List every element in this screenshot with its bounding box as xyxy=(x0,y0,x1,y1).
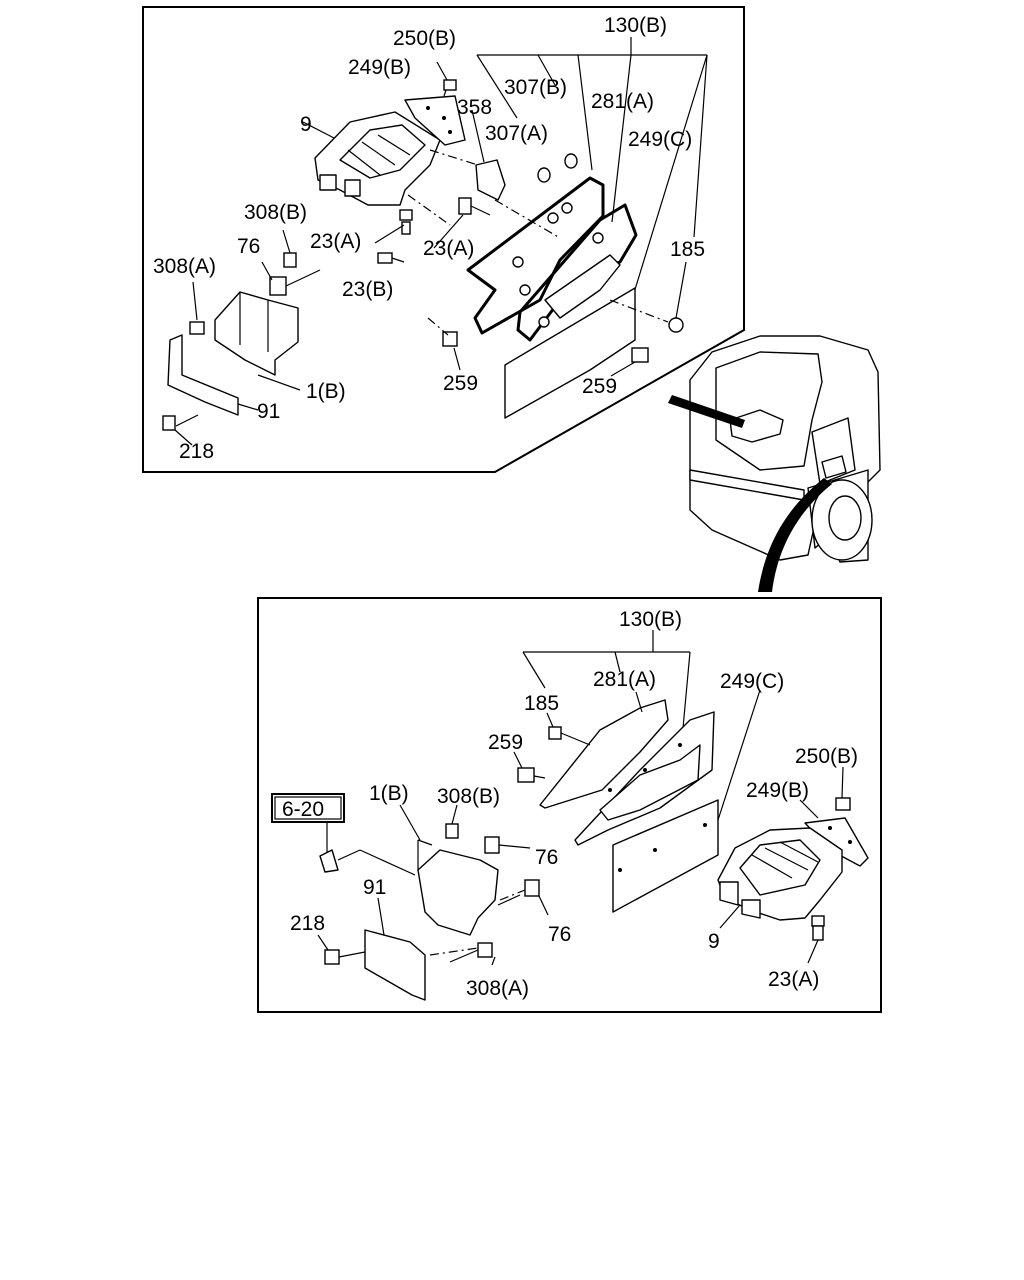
cover-part-9-bottom xyxy=(717,827,843,921)
label-9-top: 9 xyxy=(300,113,312,136)
bolt-308b-bottom xyxy=(445,823,459,839)
bolt-218-bottom xyxy=(324,949,366,965)
label-308a-top: 308(A) xyxy=(153,255,216,278)
label-249c-top: 249(C) xyxy=(628,128,692,151)
plate-281a-bottom xyxy=(539,699,669,809)
bolt-259-top-2 xyxy=(631,347,649,363)
label-249b-top: 249(B) xyxy=(348,56,411,79)
bolt-185-bottom xyxy=(548,726,591,746)
label-185-top: 185 xyxy=(670,238,705,261)
pointer-arrow-bottom xyxy=(758,478,832,592)
bolt-76-bottom-1 xyxy=(484,836,531,854)
label-23a-bottom: 23(A) xyxy=(768,968,819,991)
bottom-exploded-view: 130(B) 281(A) 249(C) 185 259 250(B) 249(… xyxy=(257,597,882,1013)
label-308b-top: 308(B) xyxy=(244,201,307,224)
label-185-bottom: 185 xyxy=(524,692,559,715)
label-281a-top: 281(A) xyxy=(591,90,654,113)
top-view-frame xyxy=(142,6,745,473)
bracket-1b-bottom xyxy=(417,849,499,936)
gasket-307b xyxy=(564,153,578,169)
label-130b-top: 130(B) xyxy=(604,14,667,37)
bracket-91-top xyxy=(167,334,239,416)
label-1b-bottom: 1(B) xyxy=(369,782,409,805)
label-250b-top: 250(B) xyxy=(393,27,456,50)
bolt-308b-top xyxy=(283,252,297,268)
label-91-bottom: 91 xyxy=(363,876,386,899)
cover-part-9 xyxy=(314,111,441,206)
bracket-91-bottom xyxy=(364,929,426,1001)
label-249b-bottom: 249(B) xyxy=(746,779,809,802)
label-358: 358 xyxy=(457,96,492,119)
bolt-259-top-1 xyxy=(442,331,458,347)
bolt-259-bottom xyxy=(517,767,546,783)
label-218-top: 218 xyxy=(179,440,214,463)
bracket-1b-top xyxy=(214,291,299,376)
label-91-top: 91 xyxy=(257,400,280,423)
label-1b-top: 1(B) xyxy=(306,380,346,403)
gasket-307a xyxy=(537,167,551,183)
plate-358 xyxy=(475,159,506,201)
reference-label: 6-20 xyxy=(282,798,324,821)
label-259-bottom: 259 xyxy=(488,731,523,754)
label-23a-top-2: 23(A) xyxy=(423,237,474,260)
top-exploded-view: 250(B) 130(B) 249(B) 307(B) 358 281(A) 9… xyxy=(142,6,745,473)
gasket-plate-281a xyxy=(466,176,605,335)
bolt-76-top xyxy=(269,269,321,296)
label-308a-bottom: 308(A) xyxy=(466,977,529,1000)
sheet-249c-bottom xyxy=(612,799,719,913)
bolt-23b-top xyxy=(377,252,405,264)
bottom-view-frame xyxy=(257,597,882,1013)
bolt-250b-top xyxy=(443,79,457,97)
label-259-top-2: 259 xyxy=(582,375,617,398)
label-23a-top-1: 23(A) xyxy=(310,230,361,253)
bolt-250b-bottom xyxy=(835,797,851,811)
bolt-23a-top xyxy=(399,209,413,235)
label-307b-top: 307(B) xyxy=(504,76,567,99)
bolt-308a-top xyxy=(189,321,205,335)
label-250b-bottom: 250(B) xyxy=(795,745,858,768)
label-130b-bottom: 130(B) xyxy=(619,608,682,631)
reference-box xyxy=(271,793,345,823)
label-76-top: 76 xyxy=(237,235,260,258)
bolt-23a-top-2 xyxy=(458,197,491,216)
label-23b-top: 23(B) xyxy=(342,278,393,301)
label-307a-top: 307(A) xyxy=(485,122,548,145)
label-259-top-1: 259 xyxy=(443,372,478,395)
label-249c-bottom: 249(C) xyxy=(720,670,784,693)
bolt-218-top xyxy=(162,415,176,431)
bolt-76-bottom-2 xyxy=(524,879,549,916)
bolt-23a-bottom xyxy=(811,915,825,941)
label-76-bottom-2: 76 xyxy=(548,923,571,946)
label-9-bottom: 9 xyxy=(708,930,720,953)
label-281a-bottom: 281(A) xyxy=(593,668,656,691)
bolt-308a-bottom xyxy=(449,942,493,963)
truck-cab-illustration xyxy=(668,335,881,592)
label-218-bottom: 218 xyxy=(290,912,325,935)
label-308b-bottom: 308(B) xyxy=(437,785,500,808)
bolt-185-top xyxy=(668,317,684,333)
pointer-arrow-top xyxy=(668,395,745,428)
label-76-bottom-1: 76 xyxy=(535,846,558,869)
